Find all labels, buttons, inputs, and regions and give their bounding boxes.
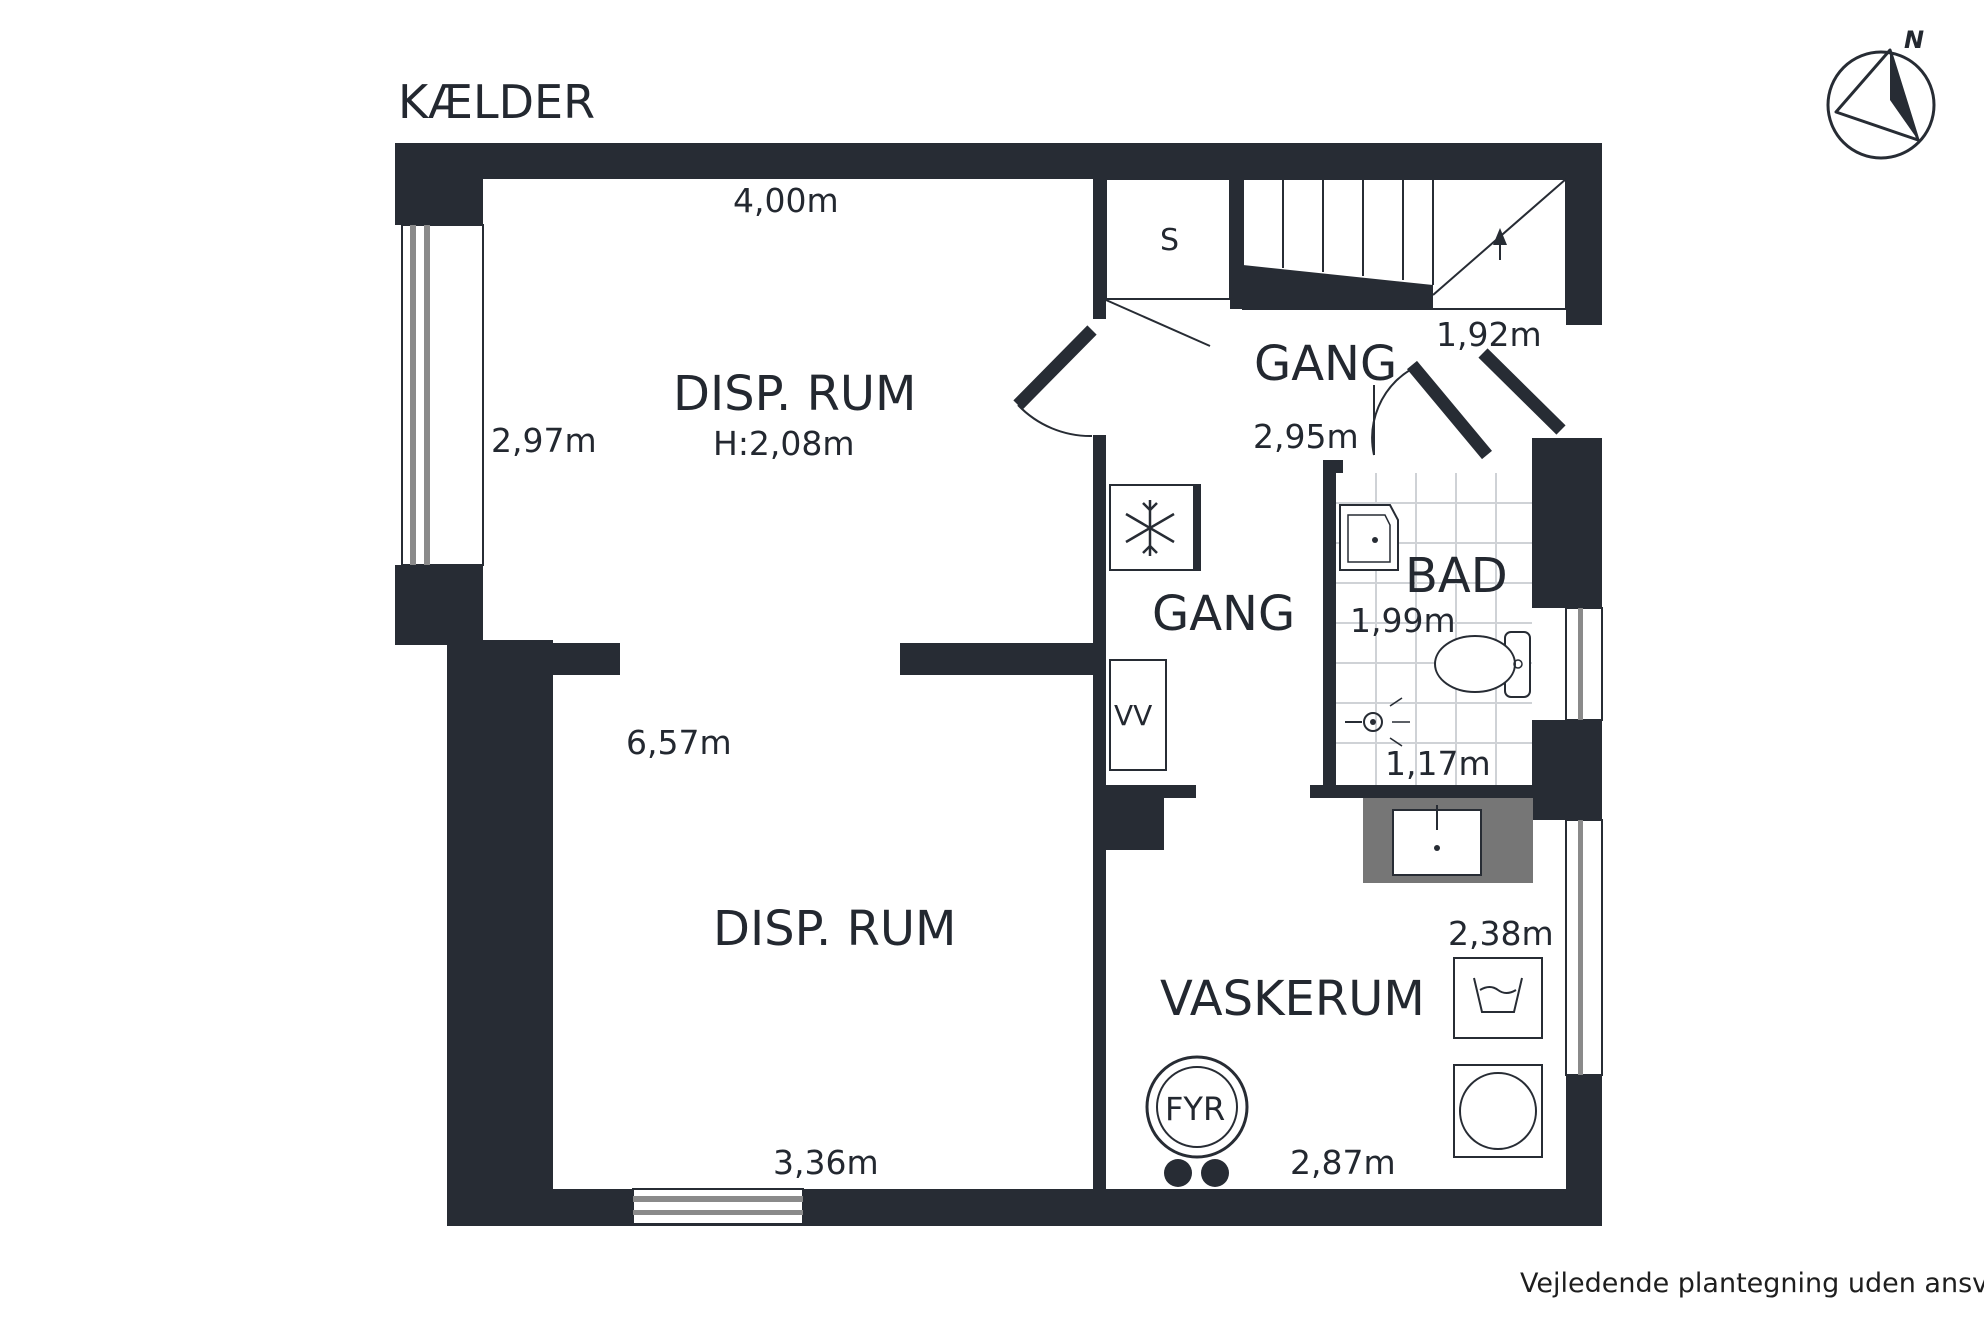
dim-bad-depth: 1,99m: [1350, 601, 1456, 640]
room-name-disp-rum-upper: DISP. RUM: [673, 366, 916, 422]
interior-walls: [483, 179, 1566, 1190]
exterior-walls: [395, 143, 1602, 1226]
room-name-disp-rum-lower: DISP. RUM: [713, 901, 956, 957]
snowflake-icon: [1125, 500, 1175, 556]
washing-machine-icon: [1453, 957, 1543, 1039]
door-swing-bad: [1371, 369, 1411, 456]
door-swing-left: [1017, 404, 1093, 438]
window-left: [401, 224, 484, 566]
window-right-vaskerum: [1565, 819, 1603, 1076]
window-bottom: [632, 1188, 804, 1225]
dim-gang-width: 2,95m: [1253, 417, 1359, 456]
boiler-label: FYR: [1165, 1090, 1225, 1128]
storage-label: S: [1160, 223, 1179, 258]
freezer-icon: [1109, 484, 1201, 571]
water-heater-label: VV: [1114, 699, 1152, 732]
dim-total-depth: 6,57m: [626, 723, 732, 762]
room-name-gang-middle: GANG: [1152, 586, 1295, 642]
dim-vaskerum-width: 2,87m: [1290, 1143, 1396, 1182]
shower-icon: [1345, 697, 1410, 747]
storage-closet: S: [1105, 178, 1231, 300]
dim-stair-width: 1,92m: [1436, 315, 1542, 354]
room-height-disp-rum-upper: H:2,08m: [713, 424, 855, 463]
compass-icon: N: [1826, 26, 1936, 160]
room-name-bad: BAD: [1405, 548, 1508, 604]
staircase: [1242, 178, 1567, 310]
dryer-icon: [1453, 1064, 1543, 1158]
compass-north-label: N: [1904, 26, 1924, 54]
disclaimer-text: Vejledende plantegning uden ansvar: [1520, 1268, 1984, 1299]
water-heater: VV: [1109, 659, 1167, 771]
door-swing-storage: [1105, 299, 1211, 347]
dim-upper-room-width: 4,00m: [733, 181, 839, 220]
bathroom-sink-icon: [1339, 504, 1399, 571]
toilet-icon: [1434, 631, 1531, 698]
dim-bad-width: 1,17m: [1385, 744, 1491, 783]
utility-sink-icon: [1363, 798, 1533, 883]
window-right-bad: [1565, 607, 1603, 721]
room-name-gang-upper: GANG: [1254, 336, 1397, 392]
dim-upper-room-depth: 2,97m: [491, 421, 597, 460]
floor-title: KÆLDER: [398, 75, 595, 129]
boiler: FYR: [1145, 1055, 1249, 1187]
dim-vaskerum-depth: 2,38m: [1448, 914, 1554, 953]
dim-lower-room-width: 3,36m: [773, 1143, 879, 1182]
room-name-vaskerum: VASKERUM: [1160, 971, 1425, 1027]
